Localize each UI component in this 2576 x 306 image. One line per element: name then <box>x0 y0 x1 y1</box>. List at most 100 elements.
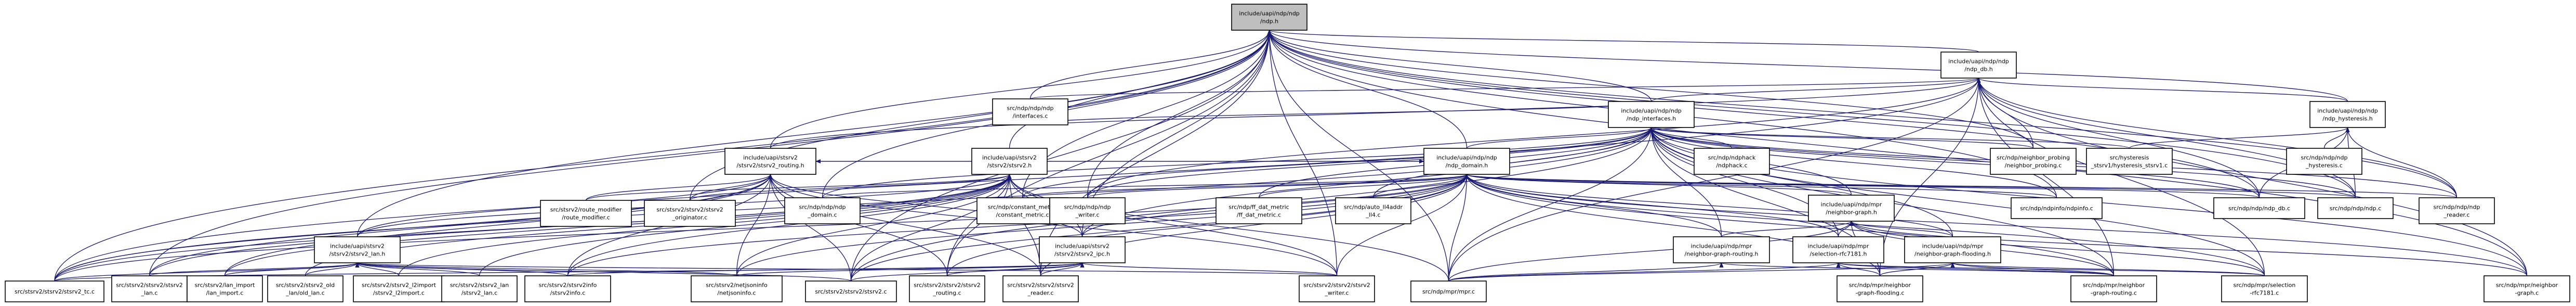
graph-node-stsrv2-h[interactable]: include/uapi/stsrv2/stsrv2/stsrv2.h <box>971 148 1048 175</box>
node-label: src/stsrv2/stsrv2info <box>539 282 597 289</box>
node-box <box>1694 148 1770 175</box>
graph-node-s-stsrv2c[interactable]: src/stsrv2/stsrv2/stsrv2.c <box>805 280 897 302</box>
graph-node-ndp-domain[interactable]: include/uapi/ndp/ndp/ndp_domain.h <box>1423 148 1510 175</box>
graph-node-s-ndpinfo[interactable]: src/ndp/ndpinfo/ndpinfo.c <box>2011 197 2103 219</box>
graph-node-s-writer-ndp[interactable]: src/ndp/ndp/ndp_writer.c <box>1049 197 1126 224</box>
graph-node-s-interfaces[interactable]: src/ndp/ndp/ndp/interfaces.c <box>992 98 1068 125</box>
dependency-edge <box>1464 174 2528 276</box>
node-box <box>784 197 861 224</box>
graph-node-s-flood[interactable]: src/ndp/mpr/neighbor-graph-flooding.c <box>1837 275 1923 302</box>
dependency-edge <box>850 174 1469 282</box>
dependency-edge <box>1267 30 1652 102</box>
graph-node-root[interactable]: include/uapi/ndp/ndp/ndp.h <box>1231 4 1307 31</box>
node-label: include/uapi/ndp/ndp <box>1239 10 1300 17</box>
dependency-edge <box>822 127 1654 198</box>
graph-node-s-originator[interactable]: src/stsrv2/stsrv2/stsrv2_originator.c <box>644 200 736 227</box>
graph-node-s-lan-o[interactable]: src/stsrv2/stsrv2_lan/stsrv2_lan.c <box>441 275 518 302</box>
graph-node-s-graph[interactable]: src/ndp/mpr/neighbor-graph.c <box>2483 275 2570 302</box>
graph-node-s-probing[interactable]: src/ndp/neighbor_probing/neighbor_probin… <box>1990 148 2077 175</box>
dependency-edge <box>1976 78 2528 276</box>
graph-node-s-route-mod[interactable]: src/stsrv2/route_modifier/route_modifier… <box>540 200 632 227</box>
graph-node-s-old-lan[interactable]: src/stsrv2/stsrv2_old_lan/old_lan.c <box>267 275 344 302</box>
graph-node-s-routing[interactable]: src/stsrv2/stsrv2/stsrv2_routing.c <box>909 275 985 302</box>
node-label: src/ndp/ndp/ndp_db.c <box>2228 205 2290 212</box>
graph-node-s-lan-import[interactable]: src/stsrv2/lan_import/lan_import.c <box>187 275 263 302</box>
graph-node-s-hyst[interactable]: src/ndp/ndp/ndp_hysteresis.c <box>2286 148 2362 175</box>
node-box <box>2221 275 2308 302</box>
graph-node-s-auto[interactable]: src/ndp/auto_ll4addr_ll4.c <box>1335 197 1411 224</box>
dependency-edge <box>689 174 1012 201</box>
graph-node-s-netjsoninfo[interactable]: src/stsrv2/netjsoninfo/netjsoninfo.c <box>691 275 783 302</box>
node-label: include/uapi/stsrv2 <box>330 243 385 250</box>
graph-node-mpr-graph[interactable]: include/uapi/ndp/mpr/neighbor-graph.h <box>1808 195 1895 222</box>
node-label: src/stsrv2/stsrv2/stsrv2 <box>656 207 723 213</box>
graph-node-s-ndp-db[interactable]: src/ndp/ndp/ndp_db.c <box>2213 197 2305 219</box>
node-label: /neighbor-graph-routing.h <box>1685 251 1759 258</box>
node-box <box>441 275 518 302</box>
node-box <box>2309 101 2386 128</box>
graph-node-s-ndp[interactable]: src/ndp/ndp/ndp.c <box>2317 197 2394 219</box>
node-label: /neighbor_probing.c <box>2005 162 2062 169</box>
dependency-edge <box>1649 127 2265 276</box>
node-label: /neighbor-graph.h <box>1826 209 1877 216</box>
graph-node-s-reader[interactable]: src/stsrv2/stsrv2/stsrv2_reader.c <box>1002 275 1079 302</box>
graph-node-s-hyst-stsrv[interactable]: src/hysteresis_stsrv1/hysteresis_stsrv1.… <box>2086 148 2173 175</box>
graph-node-s-l2import[interactable]: src/stsrv2/stsrv2_l2import/stsrv2_l2impo… <box>353 275 445 302</box>
graph-node-s-tc[interactable]: src/stsrv2/stsrv2/stsrv2_tc.c <box>5 280 104 302</box>
node-label: src/ndp/neighbor_probing <box>1997 155 2070 161</box>
dependency-edge <box>1464 174 2057 198</box>
graph-node-s-hack[interactable]: src/ndp/ndphack/ndphack.c <box>1694 148 1770 175</box>
dependency-edge <box>1087 127 1654 198</box>
node-box <box>1792 236 1884 263</box>
graph-node-ndp-db[interactable]: include/uapi/ndp/ndp/ndp_db.h <box>1940 52 2017 79</box>
node-box <box>1940 52 2017 79</box>
dependency-edge <box>1267 30 2034 149</box>
graph-node-mpr-flooding[interactable]: include/uapi/ndp/mpr/neighbor-graph-floo… <box>1904 236 2001 263</box>
graph-node-s-ff[interactable]: src/ndp/ff_dat_metric/ff_dat_metric.c <box>1216 197 1302 224</box>
graph-node-ndp-hysteresis[interactable]: include/uapi/ndp/ndp/ndp_hysteresis.h <box>2309 101 2386 128</box>
graph-node-s-reader-ndp[interactable]: src/ndp/ndp/ndp_reader.c <box>2419 197 2495 224</box>
dependency-edge <box>1267 30 2348 102</box>
dependency-edge <box>2345 127 2458 198</box>
graph-node-s-groute[interactable]: src/ndp/mpr/neighbor-graph-routing.c <box>2070 275 2157 302</box>
graph-node-s-writer[interactable]: src/stsrv2/stsrv2/stsrv2_writer.c <box>1299 275 1375 302</box>
node-label: src/ndp/ndp/ndp <box>2434 204 2480 211</box>
graph-node-s-sel[interactable]: src/ndp/mpr/selection-rfc7181.c <box>2221 275 2308 302</box>
graph-node-mpr-rfc[interactable]: include/uapi/ndp/mpr/selection-rfc7181.h <box>1792 236 1884 263</box>
node-label: _reader.c <box>2443 212 2469 219</box>
graph-node-s-domain[interactable]: src/ndp/ndp/ndp_domain.c <box>784 197 861 224</box>
graph-node-stsrv2-ipc[interactable]: include/uapi/stsrv2/stsrv2/stsrv2_ipc.h <box>1039 236 1126 263</box>
node-box <box>2086 148 2173 175</box>
node-label: src/stsrv2/stsrv2/stsrv2.c <box>815 288 887 295</box>
node-label: include/uapi/stsrv2 <box>743 155 798 161</box>
dependency-edge <box>946 30 1272 276</box>
node-box <box>540 200 632 227</box>
node-label: /netjsoninfo.c <box>717 290 756 297</box>
dependency-edge <box>946 262 1085 276</box>
node-label: include/uapi/ndp/ndp <box>1621 108 1682 114</box>
node-box <box>2419 197 2495 224</box>
graph-node-mpr-routing[interactable]: include/uapi/ndp/mpr/neighbor-graph-rout… <box>1673 236 1770 263</box>
node-box <box>1673 236 1770 263</box>
node-box <box>187 275 263 302</box>
node-label: /ndp_db.h <box>1964 66 1993 73</box>
dependency-edge <box>1465 174 2356 198</box>
node-label: /ndphack.c <box>1716 162 1747 169</box>
dependency-edge <box>355 262 737 276</box>
dependency-edge <box>356 30 1272 237</box>
graph-node-s-lan[interactable]: src/stsrv2/stsrv2/stsrv2_lan.c <box>111 275 188 302</box>
graph-node-stsrv2-lan[interactable]: include/uapi/stsrv2/stsrv2/stsrv2_lan.h <box>314 236 401 263</box>
node-box <box>1039 236 1126 263</box>
node-box <box>1837 275 1923 302</box>
node-box <box>353 275 445 302</box>
node-label: src/ndp/ndpinfo/ndpinfo.c <box>2020 205 2093 212</box>
graph-node-s-info[interactable]: src/stsrv2/stsrv2info/stsrv2info.c <box>524 275 611 302</box>
node-label: /selection-rfc7181.h <box>1809 251 1867 258</box>
dependency-edge <box>1464 174 2265 276</box>
graph-node-ndp-interfaces[interactable]: include/uapi/ndp/ndp/ndp_interfaces.h <box>1608 101 1695 128</box>
node-label: /route_modifier.c <box>562 214 610 221</box>
dependency-edge <box>1464 174 2115 276</box>
graph-node-stsrv2-routing[interactable]: include/uapi/stsrv2/stsrv2/stsrv2_routin… <box>724 148 816 175</box>
node-label: include/uapi/ndp/mpr <box>1808 243 1869 250</box>
graph-node-s-mpr[interactable]: src/ndp/mpr/mpr.c <box>1410 280 1487 302</box>
